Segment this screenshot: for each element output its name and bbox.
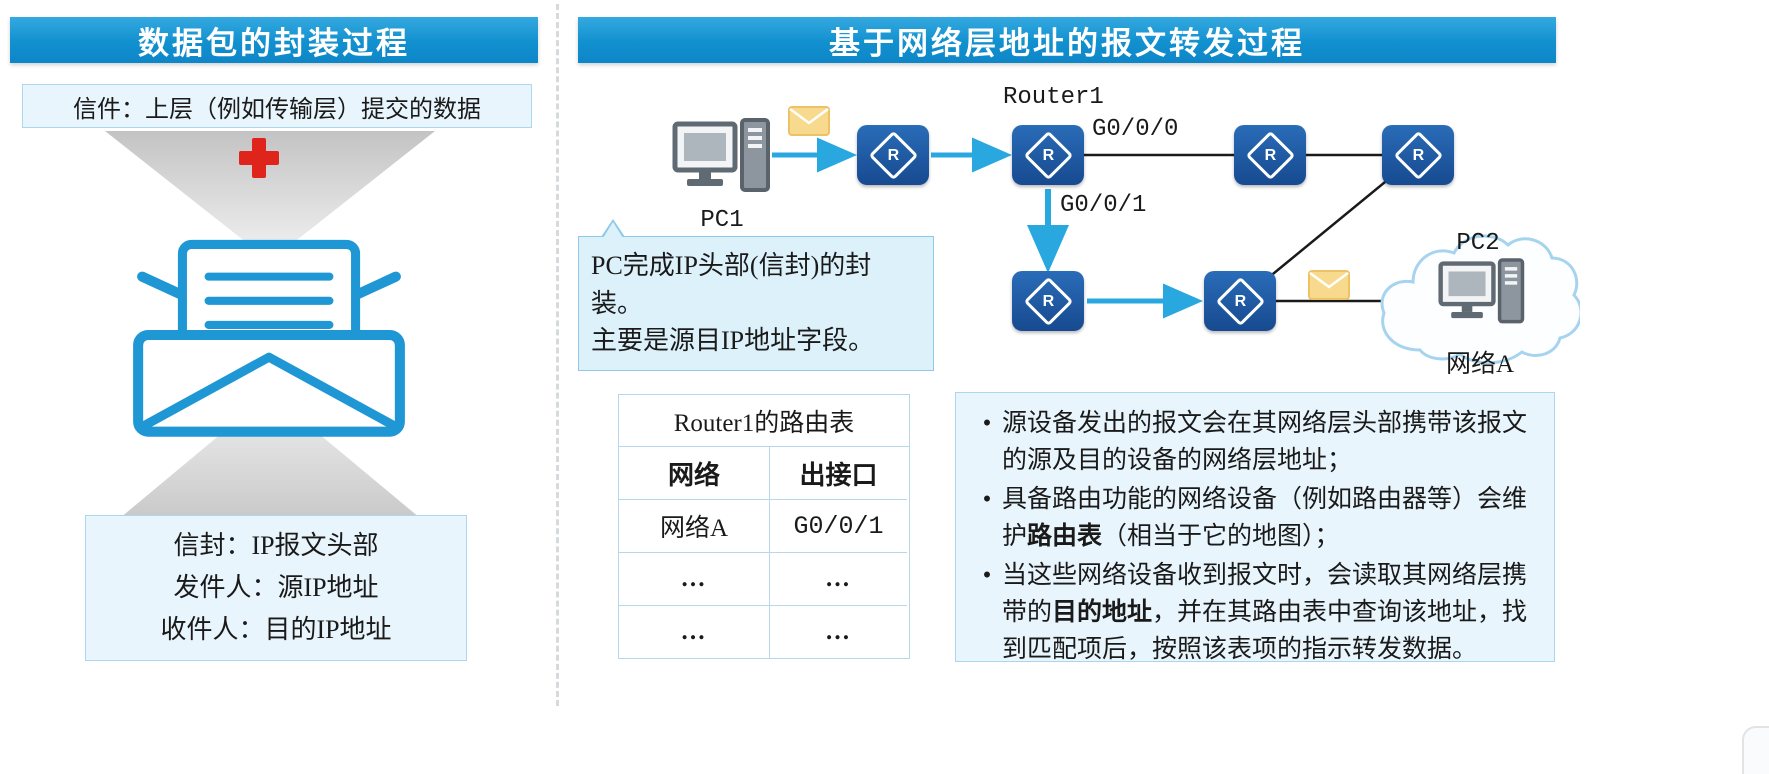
callout-line1: PC完成IP头部(信封)的封装。 — [591, 251, 872, 318]
pc1-label: PC1 — [700, 207, 744, 234]
pc-encapsulation-callout: PC完成IP头部(信封)的封装。 主要是源目IP地址字段。 — [578, 218, 934, 372]
routing-table-col1-header: 网络 — [619, 447, 769, 500]
right-panel-title: 基于网络层地址的报文转发过程 — [578, 17, 1556, 63]
mail-icon-1 — [788, 106, 830, 136]
router-icon-d: R — [1382, 125, 1454, 185]
red-cross-icon — [239, 138, 279, 178]
router-diamond: R — [1023, 130, 1073, 180]
bullet-marker: • — [982, 486, 992, 513]
bullet-item: • 源设备发出的报文会在其网络层头部携带该报文的源及目的设备的网络层地址； — [972, 405, 1540, 479]
router-icon-c: R — [1234, 125, 1306, 185]
routing-table-col2-header: 出接口 — [769, 447, 907, 500]
mail-icon-2 — [1308, 270, 1350, 300]
router-diamond: R — [868, 130, 918, 180]
router-glyph: R — [1234, 292, 1246, 309]
routing-table-cell: … — [769, 606, 907, 658]
routing-table: Router1的路由表 网络 出接口 网络A G0/0/1 … … … … — [618, 394, 910, 659]
bullet-text: 具备路由功能的网络设备（例如路由器等）会维护路由表（相当于它的地图）； — [1002, 486, 1528, 550]
router1-icon: R — [1012, 125, 1084, 185]
left-title-text: 数据包的封装过程 — [138, 25, 410, 61]
router-glyph: R — [1042, 292, 1054, 309]
network-a-label: 网络A — [1445, 351, 1515, 378]
topology-links — [772, 137, 1447, 319]
bullet-text: 当这些网络设备收到报文时，会读取其网络层携带的目的地址，并在其路由表中查询该地址… — [1002, 562, 1528, 663]
forwarding-notes-box: • 源设备发出的报文会在其网络层头部携带该报文的源及目的设备的网络层地址； • … — [955, 392, 1555, 663]
right-title-text: 基于网络层地址的报文转发过程 — [829, 25, 1305, 61]
router-glyph: R — [1412, 146, 1424, 163]
bullet-item: • 当这些网络设备收到报文时，会读取其网络层携带的目的地址，并在其路由表中查询该… — [972, 557, 1540, 668]
routing-table-cell: 网络A — [619, 500, 769, 553]
router-icon-e: R — [1012, 271, 1084, 331]
interface-g001-label: G0/0/1 — [1060, 192, 1147, 219]
router-glyph: R — [1264, 146, 1276, 163]
pc2-icon — [1438, 258, 1526, 336]
router-glyph: R — [887, 146, 899, 163]
router-diamond: R — [1245, 130, 1295, 180]
router-diamond: R — [1023, 276, 1073, 326]
letter-note-text: 信件：上层（例如传输层）提交的数据 — [73, 96, 481, 123]
router-diamond: R — [1393, 130, 1443, 180]
routing-table-cell: G0/0/1 — [769, 500, 907, 553]
bullet-item: • 具备路由功能的网络设备（例如路由器等）会维护路由表（相当于它的地图）； — [972, 481, 1540, 555]
envelope-note-line3: 收件人：目的IP地址 — [160, 615, 392, 645]
bullet-marker: • — [982, 562, 992, 589]
routing-table-cell: … — [619, 553, 769, 606]
pc1-icon — [672, 118, 772, 206]
routing-table-cell: … — [769, 553, 907, 606]
left-panel-title: 数据包的封装过程 — [10, 17, 538, 63]
router1-label: Router1 — [1003, 84, 1104, 111]
envelope-icon — [118, 226, 420, 438]
router-glyph: R — [1042, 146, 1054, 163]
bullet-marker: • — [982, 410, 992, 437]
bullet-text: 源设备发出的报文会在其网络层头部携带该报文的源及目的设备的网络层地址； — [1002, 410, 1528, 474]
corner-widget — [1742, 726, 1769, 774]
interface-g000-label: G0/0/0 — [1092, 116, 1179, 143]
callout-line2: 主要是源目IP地址字段。 — [591, 326, 875, 356]
envelope-note-line1: 信封：IP报文头部 — [173, 530, 379, 560]
pc2-label: PC2 — [1456, 230, 1500, 257]
router-icon-a: R — [857, 125, 929, 185]
routing-table-title: Router1的路由表 — [619, 395, 909, 447]
letter-note-box: 信件：上层（例如传输层）提交的数据 — [22, 84, 532, 128]
panel-divider — [556, 4, 559, 706]
routing-table-grid: 网络 出接口 网络A G0/0/1 … … … … — [619, 447, 909, 658]
router-icon-f: R — [1204, 271, 1276, 331]
routing-table-cell: … — [680, 618, 708, 645]
router-diamond: R — [1215, 276, 1265, 326]
envelope-note-line2: 发件人：源IP地址 — [173, 572, 379, 602]
envelope-note-box: 信封：IP报文头部 发件人：源IP地址 收件人：目的IP地址 — [85, 515, 467, 661]
